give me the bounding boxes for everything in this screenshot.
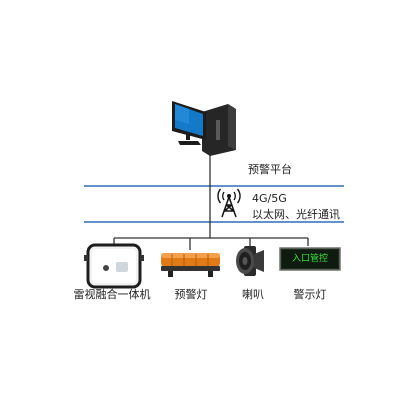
led-sign-text: 入口管控 bbox=[291, 254, 328, 264]
device-label-light-bar: 预警灯 bbox=[174, 288, 208, 301]
platform-label: 预警平台 bbox=[248, 163, 292, 176]
computer-icon bbox=[172, 101, 236, 156]
radar-video-camera-icon bbox=[84, 243, 144, 289]
network-label-wired: 以太网、光纤通讯 bbox=[252, 208, 340, 221]
network-label-cellular: 4G/5G bbox=[252, 192, 287, 205]
speaker-icon bbox=[236, 246, 264, 276]
led-display-sign-icon bbox=[279, 247, 341, 271]
wireless-tower-icon bbox=[217, 188, 241, 218]
connector-lines bbox=[113, 152, 309, 250]
light-bar-icon bbox=[161, 253, 220, 277]
device-label-warning-sign: 警示灯 bbox=[293, 288, 327, 301]
device-label-radar-video: 雷视融合一体机 bbox=[73, 288, 151, 301]
device-label-speaker: 喇叭 bbox=[242, 288, 264, 301]
